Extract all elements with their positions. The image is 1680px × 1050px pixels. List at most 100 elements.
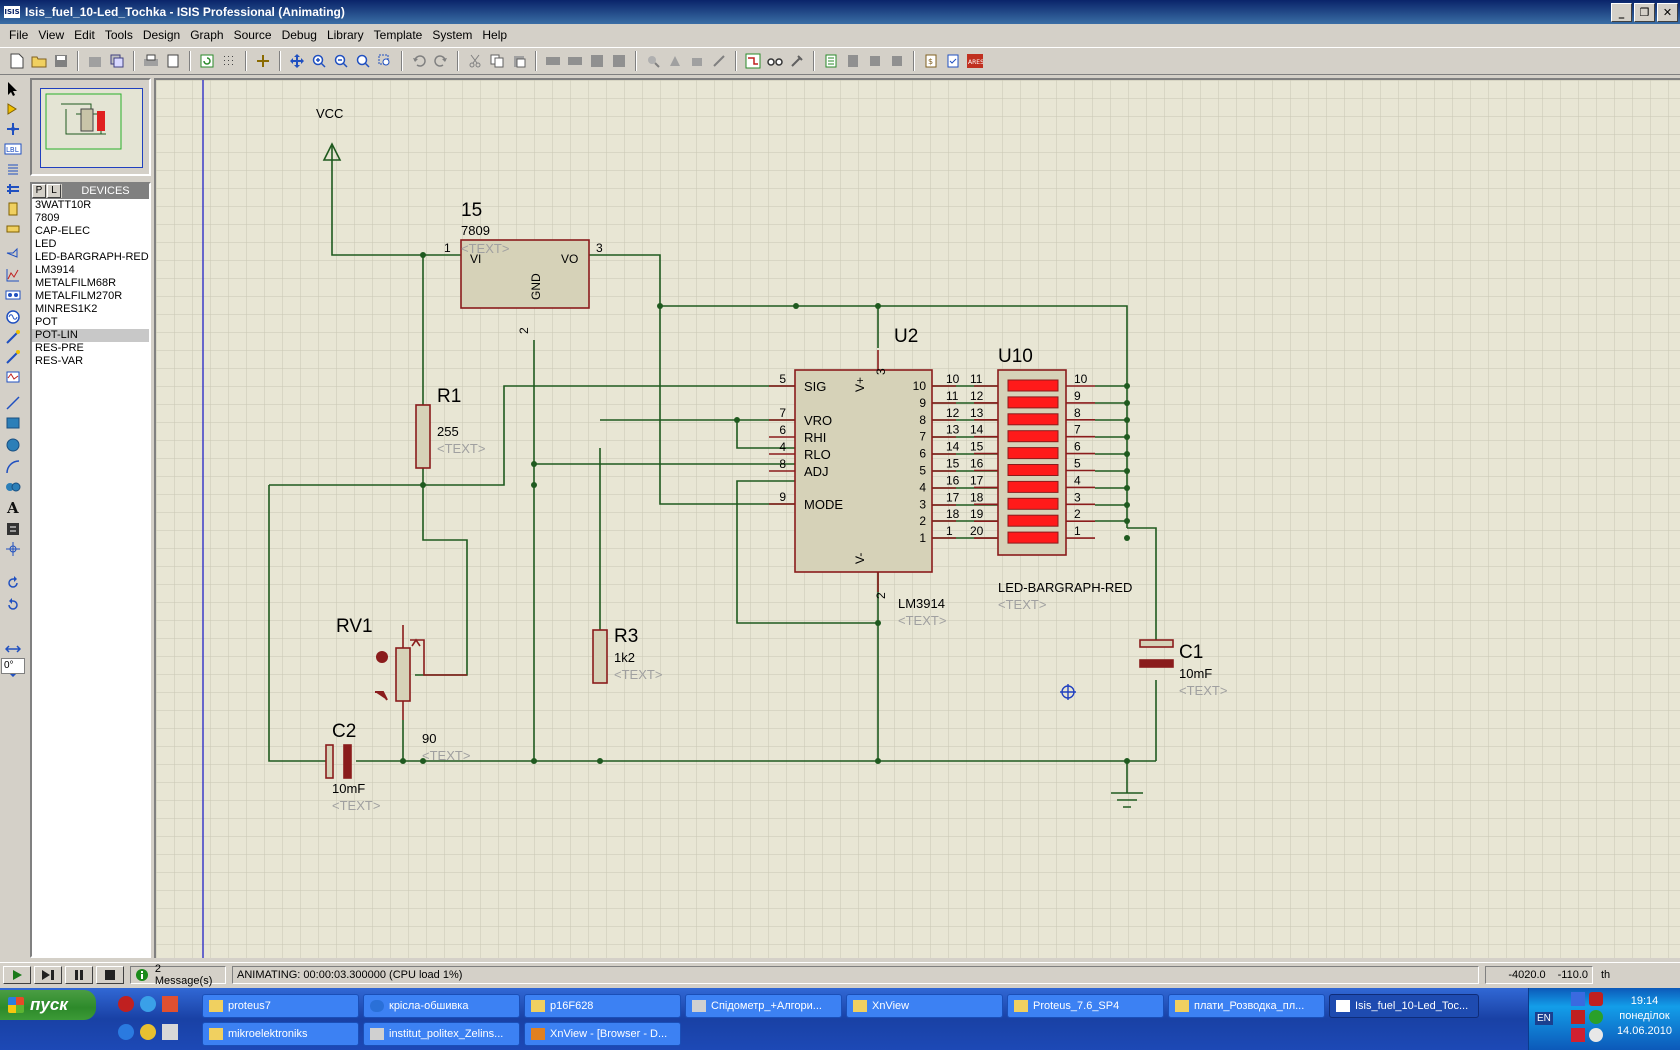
undo-icon[interactable] <box>410 52 428 70</box>
pan-icon[interactable] <box>288 52 306 70</box>
step-button[interactable] <box>34 965 62 984</box>
component-mode-icon[interactable] <box>3 100 23 118</box>
graph-mode-icon[interactable] <box>3 266 23 284</box>
network-icon[interactable] <box>1571 992 1585 1006</box>
task-button[interactable]: плати_Розводка_пл... <box>1168 994 1325 1018</box>
block-rotate-icon[interactable] <box>588 52 606 70</box>
electrical-check-icon[interactable] <box>944 52 962 70</box>
menu-tools[interactable]: Tools <box>104 28 133 42</box>
zoom-child-icon[interactable] <box>888 52 906 70</box>
new-file-icon[interactable] <box>8 52 26 70</box>
task-button[interactable]: Спідометр_+Алгори... <box>685 994 842 1018</box>
play-button[interactable] <box>3 965 31 984</box>
device-list-item[interactable]: CAP-ELEC <box>35 225 91 237</box>
line-2d-icon[interactable] <box>3 394 23 412</box>
task-button[interactable]: mikroelektroniks <box>202 1022 359 1046</box>
open-folder-icon[interactable] <box>30 52 48 70</box>
device-list-item[interactable]: 7809 <box>35 212 60 224</box>
ground-terminal[interactable] <box>1111 792 1143 808</box>
device-list-item[interactable]: RES-PRE <box>35 342 84 354</box>
menu-source[interactable]: Source <box>233 28 272 42</box>
messages-panel[interactable]: 2 Message(s) <box>130 963 226 987</box>
start-button[interactable]: пуск <box>0 990 96 1020</box>
tape-recorder-icon[interactable] <box>3 286 23 304</box>
block-move-icon[interactable] <box>566 52 584 70</box>
device-list-item[interactable]: METALFILM68R <box>35 277 117 289</box>
task-button[interactable]: proteus7 <box>202 994 359 1018</box>
box-2d-icon[interactable] <box>3 414 23 432</box>
schematic-drawing[interactable]: VCC 15 7809 <TEXT> VI VO GND 1 2 3 R1 25… <box>156 80 1680 958</box>
bill-of-materials-icon[interactable]: $ <box>922 52 940 70</box>
device-list-item[interactable]: LED-BARGRAPH-RED <box>35 251 149 263</box>
overview-window[interactable] <box>30 78 151 176</box>
cut-icon[interactable] <box>466 52 484 70</box>
pot-decrement-icon[interactable] <box>375 691 388 701</box>
search-tag-icon[interactable] <box>766 52 784 70</box>
restore-button[interactable]: ❐ <box>1634 2 1655 22</box>
zoom-all-icon[interactable] <box>354 52 372 70</box>
ati-icon[interactable] <box>1571 1010 1585 1024</box>
task-button[interactable]: Proteus_7.6_SP4 <box>1007 994 1164 1018</box>
menu-graph[interactable]: Graph <box>190 28 224 42</box>
explorer-quick-icon[interactable] <box>162 1024 178 1040</box>
rotate-anticlockwise-icon[interactable] <box>3 596 23 614</box>
language-indicator[interactable]: EN <box>1535 1012 1553 1025</box>
device-pins-icon[interactable] <box>3 244 23 262</box>
arc-2d-icon[interactable] <box>3 458 23 476</box>
menu-template[interactable]: Template <box>373 28 423 42</box>
print-area-icon[interactable] <box>164 52 182 70</box>
current-probe-icon[interactable] <box>3 348 23 366</box>
ie-quick-icon[interactable] <box>118 1024 134 1040</box>
close-button[interactable]: ✕ <box>1657 2 1678 22</box>
task-button-active[interactable]: Isis_fuel_10-Led_Toc... <box>1329 994 1479 1018</box>
task-button[interactable]: XnView - [Browser - D... <box>524 1022 681 1046</box>
menu-system[interactable]: System <box>432 28 473 42</box>
junction-dot-icon[interactable] <box>3 120 23 138</box>
copy-icon[interactable] <box>488 52 506 70</box>
zoom-area-icon[interactable] <box>376 52 394 70</box>
resistor-r1[interactable]: R1 255 <TEXT> <box>415 386 485 469</box>
marker-2d-icon[interactable] <box>3 540 23 558</box>
zoom-out-icon[interactable] <box>332 52 350 70</box>
clock[interactable]: 19:14 понеділок 14.06.2010 <box>1617 994 1672 1039</box>
menu-help[interactable]: Help <box>482 28 508 42</box>
package-tool-icon[interactable] <box>688 52 706 70</box>
device-list-item-selected[interactable]: POT-LIN <box>32 329 149 342</box>
task-button[interactable]: p16F628 <box>524 994 681 1018</box>
antivirus-icon[interactable] <box>1589 992 1603 1006</box>
terminals-mode-icon[interactable] <box>3 220 23 238</box>
bus-icon[interactable] <box>3 180 23 198</box>
import-icon[interactable] <box>86 52 104 70</box>
redo-icon[interactable] <box>432 52 450 70</box>
device-list-item[interactable]: RES-VAR <box>35 355 84 367</box>
wire-label-icon[interactable]: LBL <box>3 140 23 158</box>
wire-autorouter-icon[interactable] <box>744 52 762 70</box>
volume-icon[interactable] <box>1589 1028 1603 1042</box>
menu-edit[interactable]: Edit <box>74 28 95 42</box>
security-icon[interactable] <box>1571 1028 1585 1042</box>
origin-icon[interactable] <box>254 52 272 70</box>
redraw-icon[interactable] <box>198 52 216 70</box>
virtual-instrument-icon[interactable] <box>3 368 23 386</box>
netlist-to-ares-icon[interactable]: ARES <box>966 52 984 70</box>
menu-design[interactable]: Design <box>142 28 181 42</box>
pick-devices-button[interactable]: P <box>32 184 46 198</box>
device-list-item[interactable]: 3WATT10R <box>35 199 92 211</box>
opera-quick-icon[interactable] <box>118 996 134 1012</box>
path-2d-icon[interactable] <box>3 478 23 496</box>
voltage-probe-icon[interactable] <box>3 328 23 346</box>
device-list-item[interactable]: LED <box>35 238 57 250</box>
export-icon[interactable] <box>108 52 126 70</box>
circle-2d-icon[interactable] <box>3 436 23 454</box>
update-icon[interactable] <box>1589 1010 1603 1024</box>
rotate-clockwise-icon[interactable] <box>3 574 23 592</box>
grid-icon[interactable] <box>220 52 238 70</box>
symbol-2d-icon[interactable] <box>3 520 23 538</box>
device-list-item[interactable]: LM3914 <box>35 264 75 276</box>
remove-sheet-icon[interactable] <box>844 52 862 70</box>
pick-device-icon[interactable] <box>644 52 662 70</box>
generator-icon[interactable] <box>3 308 23 326</box>
exit-sheet-icon[interactable] <box>866 52 884 70</box>
